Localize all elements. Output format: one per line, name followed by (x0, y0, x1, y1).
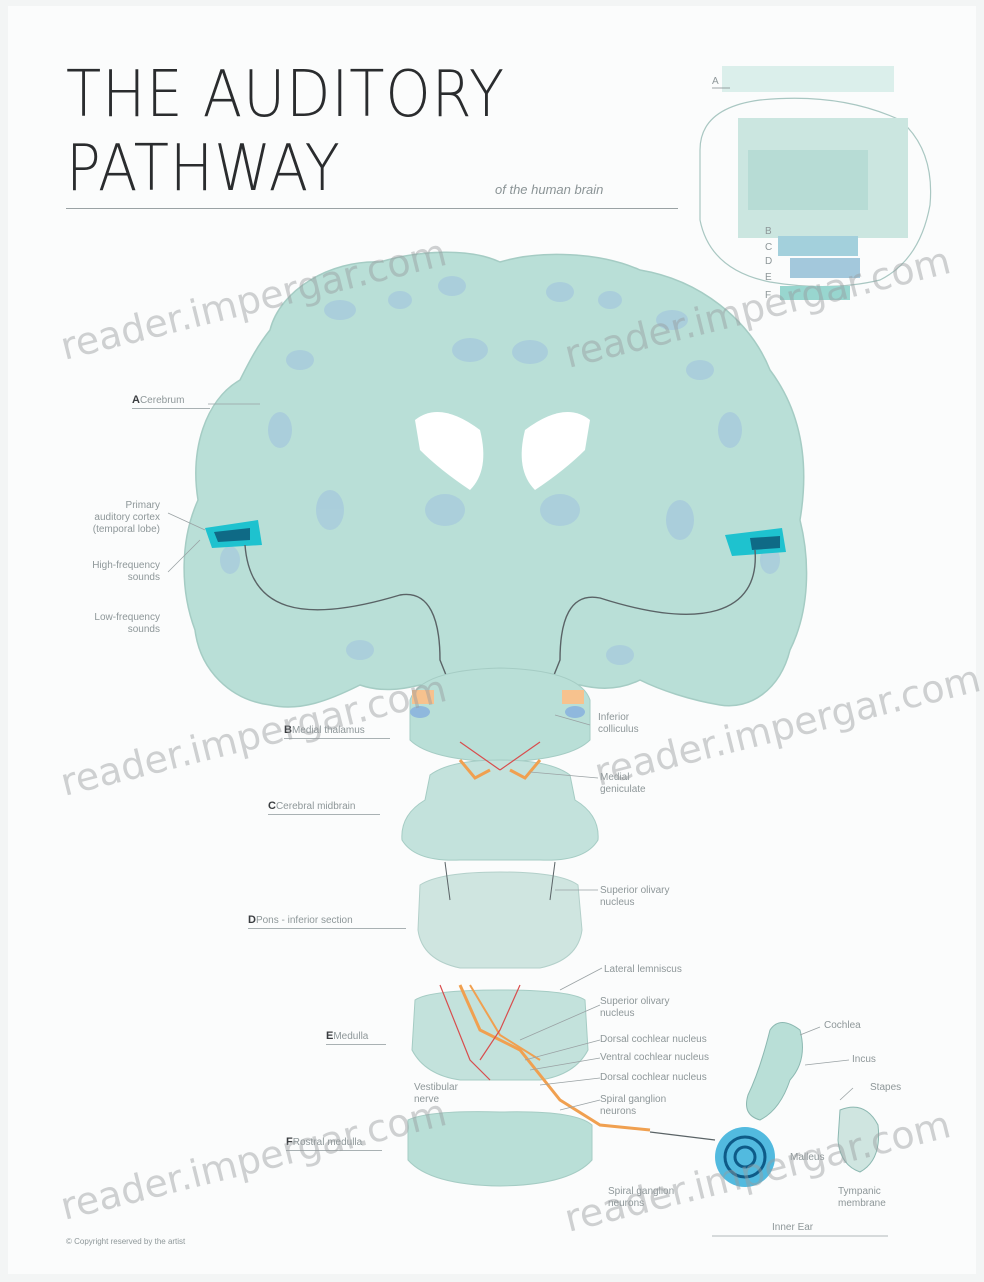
label-inner-ear: Inner Ear (772, 1222, 813, 1234)
label-superior-olivary-upper: Superior olivary nucleus (600, 885, 669, 909)
label-low-frequency: Low-frequency sounds (60, 612, 160, 636)
label-inferior-colliculus: Inferior colliculus (598, 712, 639, 736)
title-line-1: THE AUDITORY (66, 58, 505, 132)
label-cerebral-midbrain: CCerebral midbrain (268, 800, 380, 815)
inset-letter-d: D (765, 256, 772, 268)
label-stapes: Stapes (870, 1082, 901, 1094)
label-medial-geniculate: Medial geniculate (600, 772, 646, 796)
inset-letter-b: B (765, 226, 772, 238)
label-spiral-ganglion-neurons: Spiral ganglion neurons (608, 1186, 674, 1210)
label-vestibular-nerve: Vestibular nerve (414, 1082, 458, 1106)
inset-letter-a: A (712, 76, 719, 88)
inset-letter-f: F (765, 290, 771, 302)
label-dorsal-cochlear-2: Dorsal cochlear nucleus (600, 1072, 707, 1084)
rostral-medulla-section (408, 1112, 592, 1186)
title-divider (66, 208, 678, 209)
label-superior-olivary: Superior olivary nucleus (600, 996, 669, 1020)
label-rostral-medulla: FRostral medulla (286, 1136, 382, 1151)
label-medulla: EMedulla (326, 1030, 386, 1045)
thalamus-section (410, 668, 590, 762)
footer-credit: © Copyright reserved by the artist (66, 1236, 185, 1248)
label-lateral-lemniscus: Lateral lemniscus (604, 964, 682, 976)
cerebrum (184, 252, 806, 707)
subtitle: of the human brain (495, 182, 603, 197)
label-medial-thalamus: BMedial thalamus (284, 724, 390, 739)
label-pons-inferior: DPons - inferior section (248, 914, 406, 929)
label-ventral-cochlear: Ventral cochlear nucleus (600, 1052, 709, 1064)
label-tympanic-membrane: Tympanic membrane (838, 1186, 886, 1210)
midbrain-section (402, 742, 598, 860)
page-title: THE AUDITORY PATHWAY (66, 58, 505, 206)
inner-ear (650, 1023, 879, 1188)
label-high-frequency: High-frequency sounds (60, 560, 160, 584)
label-malleus: Malleus (790, 1152, 824, 1164)
label-cerebrum: ACerebrum (132, 394, 210, 409)
label-primary-auditory-cortex: Primary auditory cortex (temporal lobe) (60, 500, 160, 536)
inset-letter-c: C (765, 242, 772, 254)
label-dorsal-cochlear: Dorsal cochlear nucleus (600, 1034, 707, 1046)
inset-letter-e: E (765, 272, 772, 284)
label-incus: Incus (852, 1054, 876, 1066)
label-spiral-ganglion: Spiral ganglion neurons (600, 1094, 666, 1118)
title-line-2: PATHWAY (66, 132, 505, 206)
inset-brain-diagram (700, 66, 931, 300)
pons-section (418, 862, 582, 968)
label-cochlea: Cochlea (824, 1020, 861, 1032)
